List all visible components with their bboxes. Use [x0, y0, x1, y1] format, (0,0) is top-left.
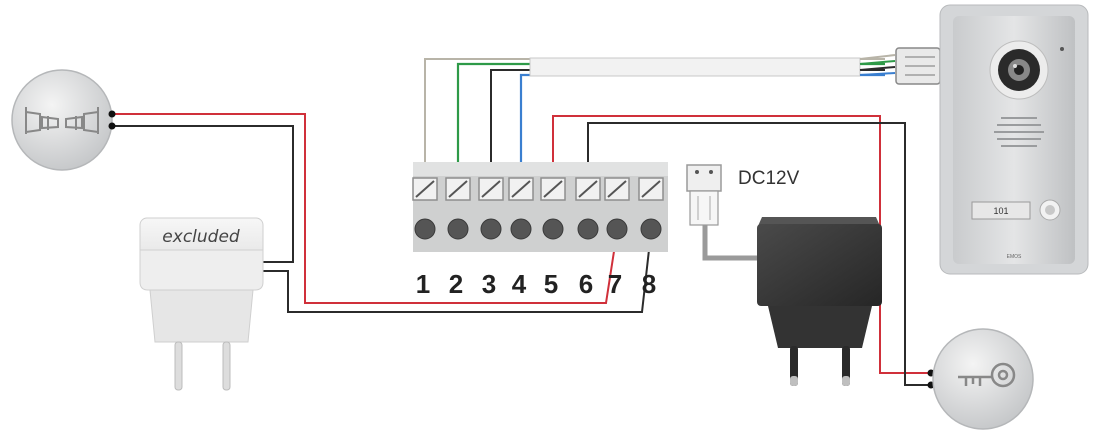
wire-adapter-cable — [702, 225, 760, 261]
terminal-number: 5 — [544, 269, 558, 299]
terminal-screw-slot — [511, 180, 531, 198]
terminal-hole — [606, 218, 628, 240]
gate-power-supply: excluded — [139, 217, 264, 391]
terminal-screw-slot — [543, 180, 563, 198]
gate-motor — [11, 69, 116, 171]
terminal-number: 7 — [608, 269, 622, 299]
wire-fan-black — [859, 66, 896, 71]
gate-motor-icon — [25, 107, 99, 134]
adapter-pin-tip — [842, 376, 850, 386]
dc-adapter-label: DC12V — [738, 168, 800, 189]
terminal-hole — [480, 218, 502, 240]
terminal-hole — [414, 218, 436, 240]
wire-supply-black — [262, 231, 652, 313]
wires — [113, 54, 930, 386]
dc-connector-pin — [695, 170, 699, 174]
camera-lens-icon — [989, 40, 1049, 100]
name-tag-text: 101 — [993, 206, 1008, 216]
bell-button-icon — [1039, 199, 1061, 221]
terminal-screws — [412, 177, 664, 201]
adapter-pin — [790, 346, 798, 386]
door-station: 101 EMOS — [895, 4, 1089, 275]
terminal-hole — [447, 218, 469, 240]
electric-lock — [927, 328, 1034, 430]
station-sensor — [1060, 47, 1064, 51]
terminal-hole — [640, 218, 662, 240]
terminal-screw-slot — [481, 180, 501, 198]
adapter-top — [758, 217, 880, 226]
name-tag — [971, 201, 1031, 220]
wire-gate-black — [113, 125, 294, 263]
terminal-hole — [577, 218, 599, 240]
terminal-number: 8 — [642, 269, 656, 299]
supply-label: excluded — [162, 227, 240, 247]
terminal-wire-holes — [414, 218, 662, 240]
terminal-number: 3 — [482, 269, 496, 299]
adapter-body — [757, 224, 882, 306]
adapter-pin — [842, 346, 850, 386]
terminal-screw-slot — [448, 180, 468, 198]
wire-fan-blue — [859, 72, 896, 76]
terminal-number: 4 — [512, 269, 527, 299]
dc-connector — [686, 164, 722, 192]
gate-terminal-dot — [108, 122, 116, 130]
gate-motor-disc — [11, 69, 113, 171]
lock-disc — [932, 328, 1034, 430]
wire-fan-green — [859, 60, 896, 65]
terminal-hole — [542, 218, 564, 240]
terminal-screw-slot — [578, 180, 598, 198]
terminal-number: 6 — [579, 269, 593, 299]
speaker-grille — [994, 117, 1044, 147]
terminal-number: 2 — [449, 269, 463, 299]
supply-pin — [174, 341, 183, 391]
dc-adapter: DC12V — [686, 164, 882, 386]
station-brand: EMOS — [1007, 254, 1022, 260]
dc-connector-base — [689, 190, 719, 226]
terminal-number: 1 — [416, 269, 430, 299]
supply-pin — [222, 341, 231, 391]
gate-terminal-dot — [108, 110, 116, 118]
terminal-screw-slot — [607, 180, 627, 198]
dc-connector-pin — [709, 170, 713, 174]
supply-lower — [139, 249, 264, 291]
terminal-screw-slot — [415, 180, 435, 198]
wire-lock-red — [552, 115, 930, 374]
cable-jacket — [529, 57, 861, 77]
adapter-pin-tip — [790, 376, 798, 386]
terminal-hole — [510, 218, 532, 240]
wire-fan-white — [859, 54, 896, 60]
terminal-screw-slot — [641, 180, 661, 198]
adapter-plug — [768, 306, 872, 348]
wire-lock-black — [587, 122, 930, 386]
terminal-block-top — [413, 162, 668, 176]
supply-plug — [149, 289, 254, 343]
key-lock-icon — [958, 362, 1016, 388]
wire-gate-red — [113, 113, 618, 304]
